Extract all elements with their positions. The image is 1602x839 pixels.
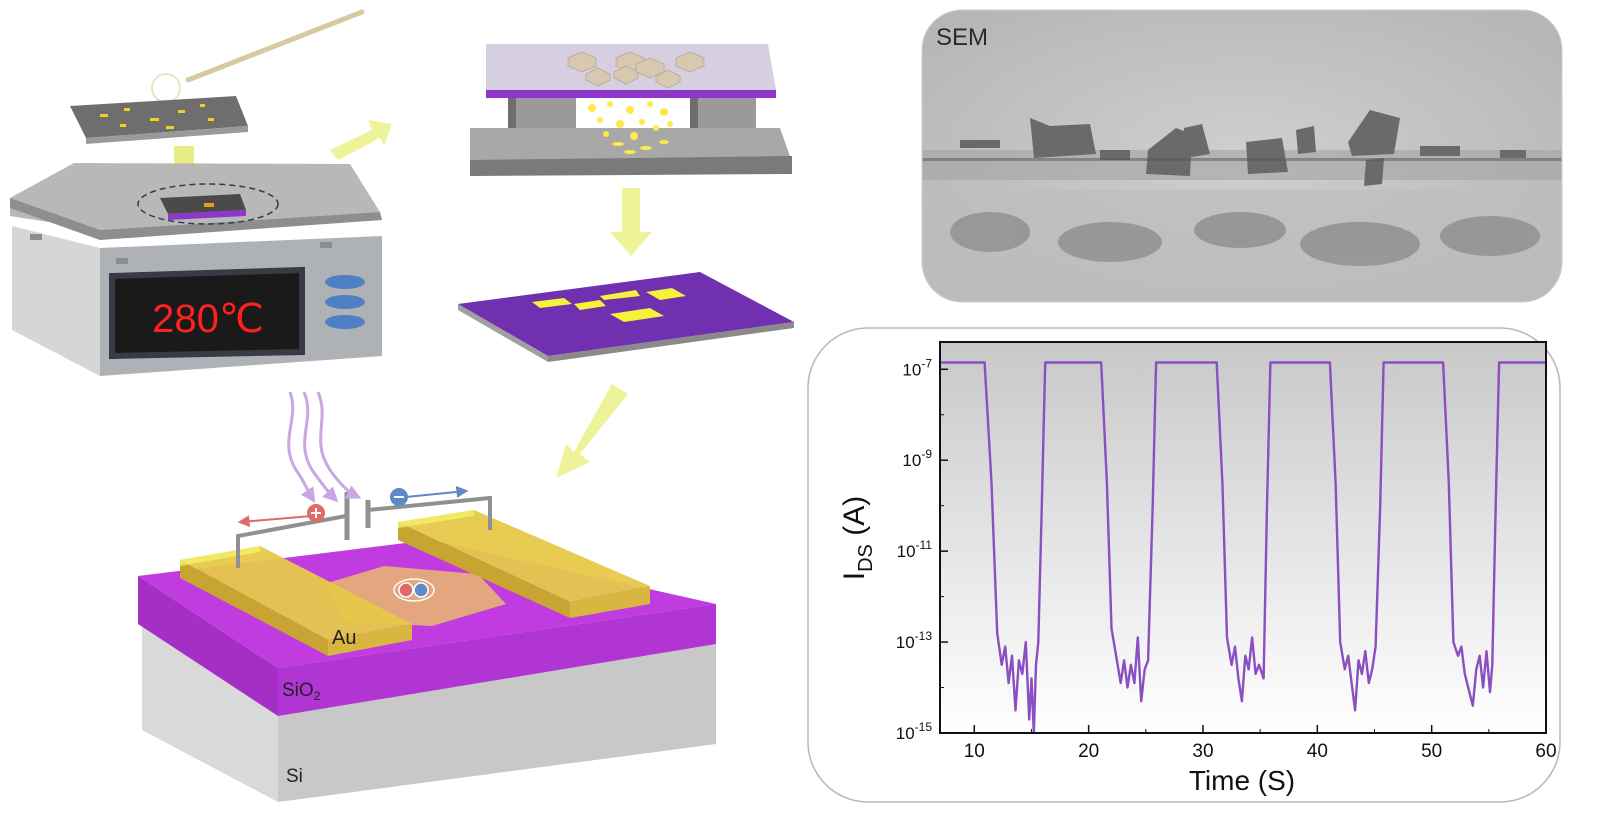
press-base: [470, 128, 792, 166]
knob-icon: [325, 275, 365, 289]
y-tick-label: 10-11: [897, 538, 933, 561]
sem-crystals: [960, 110, 1526, 186]
transferred-sample: [458, 272, 794, 362]
au-electrode-right: [398, 510, 650, 602]
heating-zone: [137, 183, 279, 225]
series-line: [940, 361, 1546, 733]
au-label: Au: [332, 627, 356, 649]
down-arrow-icon: [610, 188, 652, 256]
temperature-display: [109, 266, 305, 360]
y-tick-label: 10-9: [902, 447, 932, 470]
temperature-readout: 280℃: [152, 297, 264, 341]
si-substrate: [142, 624, 278, 802]
arrow-icon: [556, 384, 628, 478]
x-tick-label: 10: [964, 741, 985, 762]
device-stack: Au SiO2 Si: [138, 391, 716, 802]
y-tick-label: 10-15: [896, 720, 933, 743]
x-tick-label: 40: [1307, 741, 1328, 762]
wire-left: [236, 514, 347, 568]
sio2-label: SiO2: [282, 680, 321, 703]
x-tick-label: 30: [1192, 741, 1213, 762]
electron-icon: [413, 582, 429, 598]
pipette: [185, 9, 365, 83]
droplet-icon: [151, 73, 181, 103]
sem-image: SEM: [921, 9, 1563, 303]
y-tick-label: 10-7: [902, 356, 932, 379]
light-rays: [287, 391, 362, 503]
hole-icon: [398, 582, 414, 598]
electron-drift-arrow: [405, 485, 469, 498]
y-tick-label: 10-13: [896, 629, 933, 652]
arrow-icon: [330, 120, 392, 160]
au-electrode-left: [180, 546, 412, 640]
knob-icon: [325, 315, 365, 329]
hole-drift-arrow: [237, 515, 313, 528]
x-tick-label: 50: [1421, 741, 1442, 762]
photoresponse-chart: 10-7 10-9 10-11 10-13 10-15 10 20 30 40 50 60 Tim…: [807, 327, 1561, 803]
x-tick-label: 60: [1535, 741, 1556, 762]
wire-right: [367, 495, 492, 530]
x-axis-label: Time (S): [1189, 765, 1295, 796]
press-step: [470, 44, 792, 176]
flakes: [588, 101, 673, 154]
sample-chip: [160, 194, 246, 214]
hotplate-step: 280℃: [10, 9, 382, 376]
si-label: Si: [286, 766, 303, 787]
sem-label: SEM: [936, 24, 988, 51]
y-axis-label: IDS (A): [838, 496, 877, 580]
knob-icon: [325, 295, 365, 309]
x-tick-label: 20: [1078, 741, 1099, 762]
flakes: [100, 104, 214, 129]
hotplate-body: [12, 226, 100, 376]
